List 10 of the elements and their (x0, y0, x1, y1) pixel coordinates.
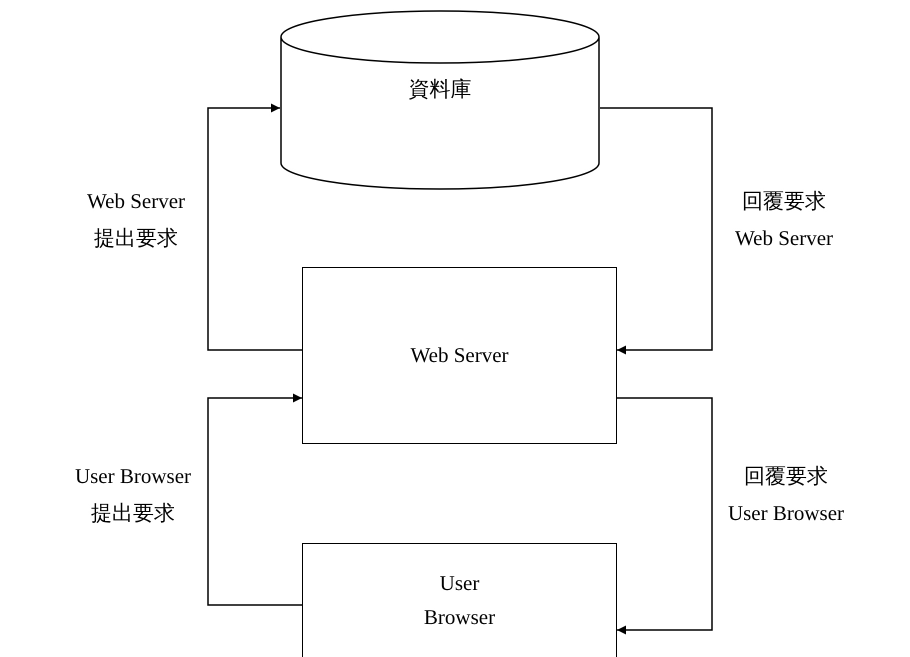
arrow (600, 107, 713, 354)
node-label: 資料庫 (408, 76, 472, 104)
process-box (302, 543, 617, 657)
arrow (207, 394, 302, 606)
arrow (207, 104, 302, 351)
arrow (617, 397, 713, 634)
database-cylinder (280, 10, 600, 190)
node-label: User Browser (422, 570, 496, 630)
process-box (302, 267, 617, 444)
node-label: Web Server (409, 342, 510, 369)
